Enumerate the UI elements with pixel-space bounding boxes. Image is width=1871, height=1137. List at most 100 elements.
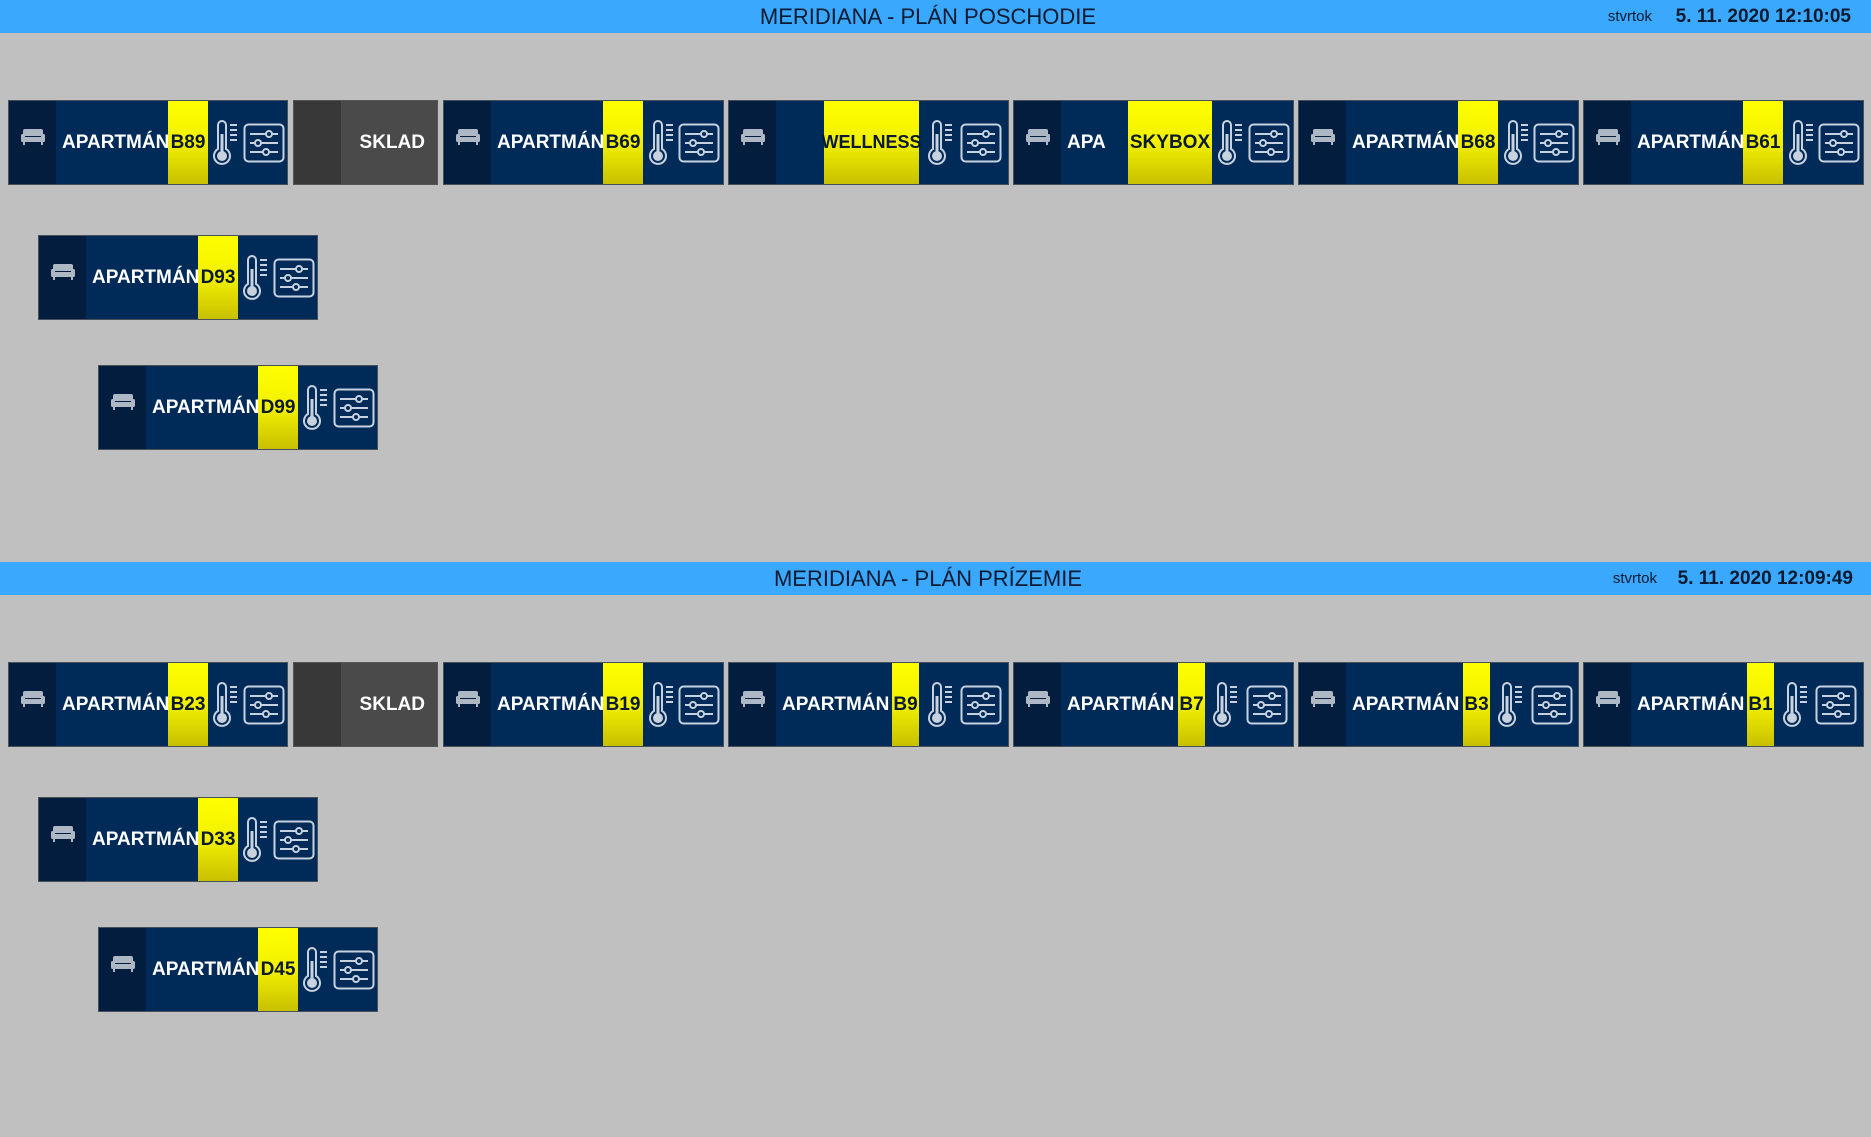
room-number: B89 — [168, 101, 208, 184]
room-controls — [1490, 663, 1578, 746]
room-number: D45 — [258, 928, 298, 1011]
room-number: B1 — [1747, 663, 1774, 746]
room-label: APARTMÁN — [62, 131, 170, 153]
thermometer-icon[interactable] — [1495, 681, 1525, 728]
thermometer-icon[interactable] — [1780, 681, 1810, 728]
settings-sliders-icon[interactable] — [243, 123, 285, 163]
room-tile-storage[interactable]: SKLAD — [293, 100, 438, 185]
settings-sliders-icon[interactable] — [333, 950, 375, 990]
room-number: B69 — [603, 101, 643, 184]
sofa-icon — [9, 101, 56, 184]
room-tile-b69[interactable]: APARTMÁN B69 — [443, 100, 724, 185]
room-tile-b19[interactable]: APARTMÁN B19 — [443, 662, 724, 747]
storage-panel — [294, 101, 341, 184]
weekday-label: stvrtok — [1612, 570, 1657, 587]
room-label: APA — [1067, 131, 1106, 153]
room-tile-storage[interactable]: SKLAD — [293, 662, 438, 747]
room-number: B61 — [1743, 101, 1783, 184]
thermometer-icon[interactable] — [240, 816, 270, 863]
sofa-icon — [39, 798, 86, 881]
thermometer-icon[interactable] — [925, 119, 955, 166]
settings-sliders-icon[interactable] — [678, 123, 720, 163]
thermometer-icon[interactable] — [240, 254, 270, 301]
settings-sliders-icon[interactable] — [1533, 123, 1575, 163]
room-label: SKLAD — [359, 131, 425, 153]
thermometer-icon[interactable] — [210, 681, 240, 728]
thermometer-icon[interactable] — [210, 119, 240, 166]
floor-plan-ground: MERIDIANA - PLÁN PRÍZEMIE stvrtok 5. 11.… — [0, 562, 1871, 1124]
room-tile-skybox[interactable]: APA SKYBOX — [1013, 100, 1294, 185]
room-controls — [298, 366, 377, 449]
room-tile-b68[interactable]: APARTMÁN B68 — [1298, 100, 1579, 185]
thermometer-icon[interactable] — [646, 681, 676, 728]
sofa-icon — [444, 663, 491, 746]
thermometer-icon[interactable] — [646, 119, 676, 166]
room-tile-b23[interactable]: APARTMÁN B23 — [8, 662, 288, 747]
sofa-icon — [1584, 663, 1631, 746]
room-controls — [919, 101, 1008, 184]
room-label — [776, 101, 824, 184]
room-controls — [643, 663, 723, 746]
room-tile-d99[interactable]: APARTMÁN D99 — [98, 365, 378, 450]
upper-floor-header: MERIDIANA - PLÁN POSCHODIE stvrtok 5. 11… — [0, 0, 1871, 33]
room-number: SKYBOX — [1128, 101, 1212, 184]
floor-plan-upper: MERIDIANA - PLÁN POSCHODIE stvrtok 5. 11… — [0, 0, 1871, 562]
thermometer-icon[interactable] — [300, 384, 330, 431]
settings-sliders-icon[interactable] — [1815, 685, 1857, 725]
room-tile-d93[interactable]: APARTMÁN D93 — [38, 235, 318, 320]
room-label: APARTMÁN — [62, 693, 170, 715]
page-title: MERIDIANA - PLÁN POSCHODIE — [759, 4, 1097, 29]
room-controls — [1774, 663, 1863, 746]
sofa-icon — [99, 366, 146, 449]
room-tile-b61[interactable]: APARTMÁN B61 — [1583, 100, 1864, 185]
thermometer-icon[interactable] — [1215, 119, 1245, 166]
settings-sliders-icon[interactable] — [960, 685, 1002, 725]
thermometer-icon[interactable] — [1786, 119, 1816, 166]
settings-sliders-icon[interactable] — [273, 258, 315, 298]
room-controls — [643, 101, 723, 184]
room-label: APARTMÁN — [1067, 693, 1175, 715]
room-label: APARTMÁN — [1637, 131, 1745, 153]
ground-floor-header: MERIDIANA - PLÁN PRÍZEMIE stvrtok 5. 11.… — [0, 562, 1871, 595]
settings-sliders-icon[interactable] — [960, 123, 1002, 163]
room-controls — [208, 663, 287, 746]
settings-sliders-icon[interactable] — [333, 388, 375, 428]
sofa-icon — [9, 663, 56, 746]
settings-sliders-icon[interactable] — [1246, 685, 1288, 725]
weekday-label: stvrtok — [1607, 8, 1652, 25]
settings-sliders-icon[interactable] — [1248, 123, 1290, 163]
thermometer-icon[interactable] — [1210, 681, 1240, 728]
room-label: APARTMÁN — [152, 958, 260, 980]
settings-sliders-icon[interactable] — [273, 820, 315, 860]
room-tile-b9[interactable]: APARTMÁN B9 — [728, 662, 1009, 747]
room-number: B23 — [168, 663, 208, 746]
room-controls — [238, 798, 317, 881]
sofa-icon — [99, 928, 146, 1011]
sofa-icon — [39, 236, 86, 319]
room-tile-b1[interactable]: APARTMÁN B1 — [1583, 662, 1864, 747]
thermometer-icon[interactable] — [925, 681, 955, 728]
room-tile-d33[interactable]: APARTMÁN D33 — [38, 797, 318, 882]
room-label: APARTMÁN — [1352, 131, 1460, 153]
room-number: D93 — [198, 236, 238, 319]
room-label: APARTMÁN — [1352, 693, 1460, 715]
room-number: B7 — [1178, 663, 1205, 746]
room-tile-wellness[interactable]: WELLNESS — [728, 100, 1009, 185]
thermometer-icon[interactable] — [300, 946, 330, 993]
room-controls — [919, 663, 1008, 746]
room-tile-b7[interactable]: APARTMÁN B7 — [1013, 662, 1294, 747]
settings-sliders-icon[interactable] — [243, 685, 285, 725]
room-number: D33 — [198, 798, 238, 881]
sofa-icon — [1584, 101, 1631, 184]
settings-sliders-icon[interactable] — [678, 685, 720, 725]
room-tile-d45[interactable]: APARTMÁN D45 — [98, 927, 378, 1012]
room-label: APARTMÁN — [782, 693, 890, 715]
settings-sliders-icon[interactable] — [1531, 685, 1573, 725]
room-label: APARTMÁN — [1637, 693, 1745, 715]
thermometer-icon[interactable] — [1501, 119, 1531, 166]
room-tile-b3[interactable]: APARTMÁN B3 — [1298, 662, 1579, 747]
datetime-label: 5. 11. 2020 12:10:05 — [1675, 6, 1851, 27]
settings-sliders-icon[interactable] — [1818, 123, 1860, 163]
room-tile-b89[interactable]: APARTMÁN B89 — [8, 100, 288, 185]
room-number: B9 — [892, 663, 919, 746]
